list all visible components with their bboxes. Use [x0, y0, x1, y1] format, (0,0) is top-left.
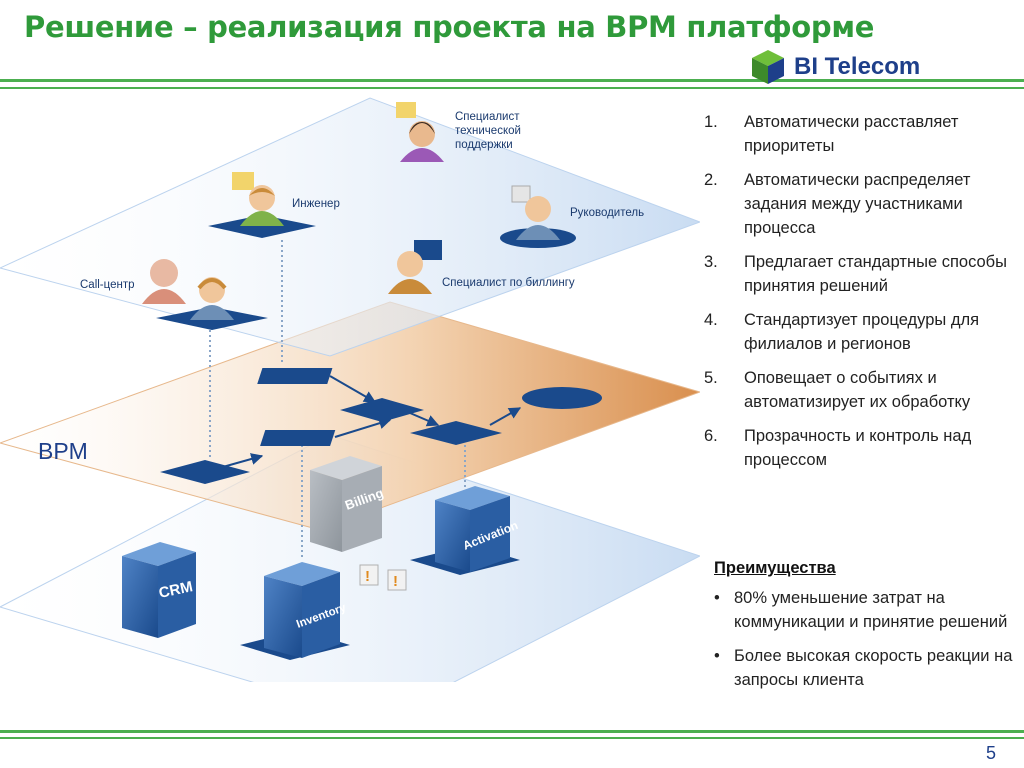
list-item-number: 4.	[704, 311, 718, 329]
list-item: 5. Оповещает о событиях и автоматизирует …	[704, 366, 1014, 414]
list-item: 6. Прозрачность и контроль над процессом	[704, 424, 1014, 472]
footer-divider-bottom	[0, 737, 1024, 739]
page-number: 5	[986, 743, 997, 763]
list-item-number: 1.	[704, 113, 718, 131]
list-item: 2. Автоматически распределяет задания меж…	[704, 168, 1014, 240]
billing-server: Billing	[310, 456, 385, 552]
people-layer-plane	[0, 97, 700, 357]
crm-server: CRM	[122, 542, 196, 638]
alert-icon: !	[387, 569, 407, 591]
list-item-number: 3.	[704, 253, 718, 271]
footer-divider-top	[0, 730, 1024, 733]
list-item-text: Более высокая скорость реакции на запрос…	[734, 647, 1013, 689]
engineer-avatar	[232, 172, 284, 226]
billing-specialist-avatar	[388, 240, 442, 294]
support-label-line1: Специалист	[455, 111, 520, 123]
header-divider-bottom	[0, 87, 1024, 89]
bpm-layer-label: BPM	[38, 438, 88, 464]
inventory-server: Inventory	[240, 562, 350, 660]
bullet: •	[714, 589, 720, 607]
flow-decision-2	[410, 421, 502, 445]
header-divider-top	[0, 79, 1024, 82]
logo-text: BI Telecom	[794, 53, 921, 80]
bpm-capabilities-list: 1. Автоматически расставляет приоритеты 2…	[704, 110, 1014, 482]
list-item-number: 5.	[704, 369, 718, 387]
list-item-text: Прозрачность и контроль над процессом	[744, 427, 972, 469]
list-item-number: 2.	[704, 171, 718, 189]
list-item-text: 80% уменьшение затрат на коммуникации и …	[734, 589, 1008, 631]
svg-text:!: !	[365, 568, 370, 585]
activation-server: Activation	[410, 486, 520, 575]
engineer-pedestal	[208, 215, 316, 238]
list-item-text: Стандартизует процедуры для филиалов и р…	[744, 311, 980, 353]
list-item-number: 6.	[704, 427, 718, 445]
cube-logo-icon	[752, 50, 784, 84]
flow-end-event	[522, 387, 602, 409]
list-item-text: Оповещает о событиях и автоматизирует их…	[744, 369, 971, 411]
crm-server-label: CRM	[157, 578, 194, 602]
list-item-text: Предлагает стандартные способы принятия …	[744, 253, 1007, 295]
bpm-architecture-diagram: Специалист технической поддержки Инженер…	[0, 97, 700, 682]
list-item-text: Автоматически распределяет задания между…	[744, 171, 971, 237]
list-item: 3. Предлагает стандартные способы приняти…	[704, 250, 1014, 298]
flow-step-task-1	[257, 368, 333, 384]
list-item: 4. Стандартизует процедуры для филиалов и…	[704, 308, 1014, 356]
support-label-line3: поддержки	[455, 139, 513, 151]
advantages-list: • 80% уменьшение затрат на коммуникации и…	[714, 586, 1014, 702]
alert-icon: !	[359, 564, 379, 586]
page-title: Решение – реализация проекта на BPM плат…	[24, 10, 875, 44]
flow-step-task-2	[260, 430, 336, 446]
support-label-line2: технической	[455, 125, 521, 137]
flow-decision-1	[340, 398, 424, 422]
billing-specialist-label: Специалист по биллингу	[442, 277, 575, 289]
callcenter-label: Call-центр	[80, 279, 135, 291]
advantages-title: Преимущества	[714, 559, 836, 577]
company-logo: BI Telecom	[750, 48, 920, 86]
support-specialist-avatar	[396, 102, 444, 162]
bpm-process-flow	[160, 368, 602, 484]
list-item: 1. Автоматически расставляет приоритеты	[704, 110, 1014, 158]
manager-label: Руководитель	[570, 207, 644, 219]
list-item-text: Автоматически расставляет приоритеты	[744, 113, 959, 155]
list-item: • Более высокая скорость реакции на запро…	[714, 644, 1014, 692]
svg-text:!: !	[393, 573, 398, 590]
manager-avatar	[500, 185, 576, 248]
svg-text:Специалист технической: Специалист технической поддержки	[455, 111, 524, 151]
list-item: • 80% уменьшение затрат на коммуникации и…	[714, 586, 1014, 634]
bullet: •	[714, 647, 720, 665]
engineer-label: Инженер	[292, 198, 340, 210]
callcenter-operator-avatars	[142, 259, 234, 320]
